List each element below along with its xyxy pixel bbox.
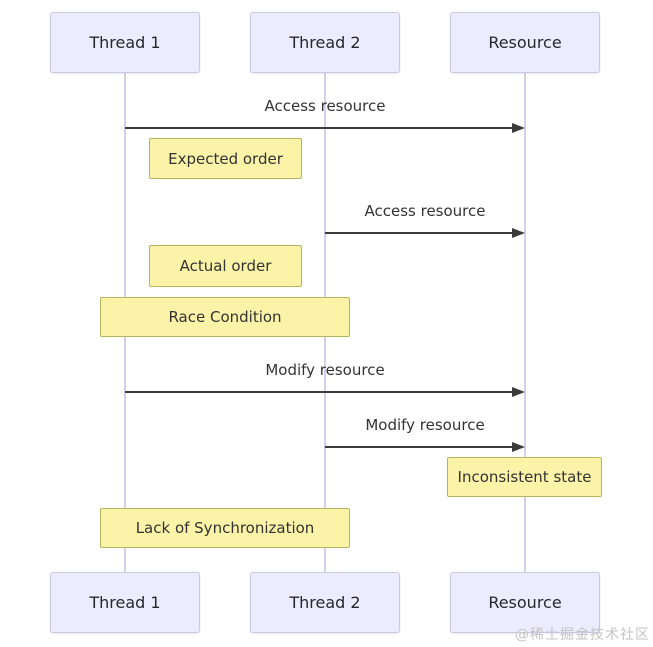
note-expected-order: Expected order bbox=[149, 138, 302, 179]
msg-1-label: Access resource bbox=[264, 97, 386, 115]
msg-3-line bbox=[125, 391, 513, 393]
watermark: @稀土掘金技术社区 bbox=[515, 627, 650, 643]
msg-1-line bbox=[125, 127, 513, 129]
lifeline-resource bbox=[524, 73, 526, 573]
msg-2-label: Access resource bbox=[364, 202, 486, 220]
msg-3-arrowhead-icon bbox=[512, 387, 525, 397]
msg-4-arrowhead-icon bbox=[512, 442, 525, 452]
actor-top-resource-label: Resource bbox=[488, 33, 562, 52]
actor-top-thread-1: Thread 1 bbox=[50, 12, 200, 73]
msg-2-line bbox=[325, 232, 513, 234]
note-inconsistent-state: Inconsistent state bbox=[447, 457, 602, 497]
actor-top-thread-2: Thread 2 bbox=[250, 12, 400, 73]
note-actual-order: Actual order bbox=[149, 245, 302, 287]
actor-bottom-thread-2-label: Thread 2 bbox=[289, 593, 361, 612]
actor-bottom-thread-1-label: Thread 1 bbox=[89, 593, 161, 612]
msg-4-line bbox=[325, 446, 513, 448]
note-lack-of-sync: Lack of Synchronization bbox=[100, 508, 350, 548]
msg-2-arrowhead-icon bbox=[512, 228, 525, 238]
msg-3-label: Modify resource bbox=[265, 361, 385, 379]
msg-1-arrowhead-icon bbox=[512, 123, 525, 133]
actor-top-resource: Resource bbox=[450, 12, 600, 73]
actor-top-thread-2-label: Thread 2 bbox=[289, 33, 361, 52]
msg-4-label: Modify resource bbox=[365, 416, 485, 434]
note-race-condition: Race Condition bbox=[100, 297, 350, 337]
actor-bottom-thread-1: Thread 1 bbox=[50, 572, 200, 633]
actor-bottom-resource: Resource bbox=[450, 572, 600, 633]
actor-bottom-resource-label: Resource bbox=[488, 593, 562, 612]
actor-top-thread-1-label: Thread 1 bbox=[89, 33, 161, 52]
actor-bottom-thread-2: Thread 2 bbox=[250, 572, 400, 633]
